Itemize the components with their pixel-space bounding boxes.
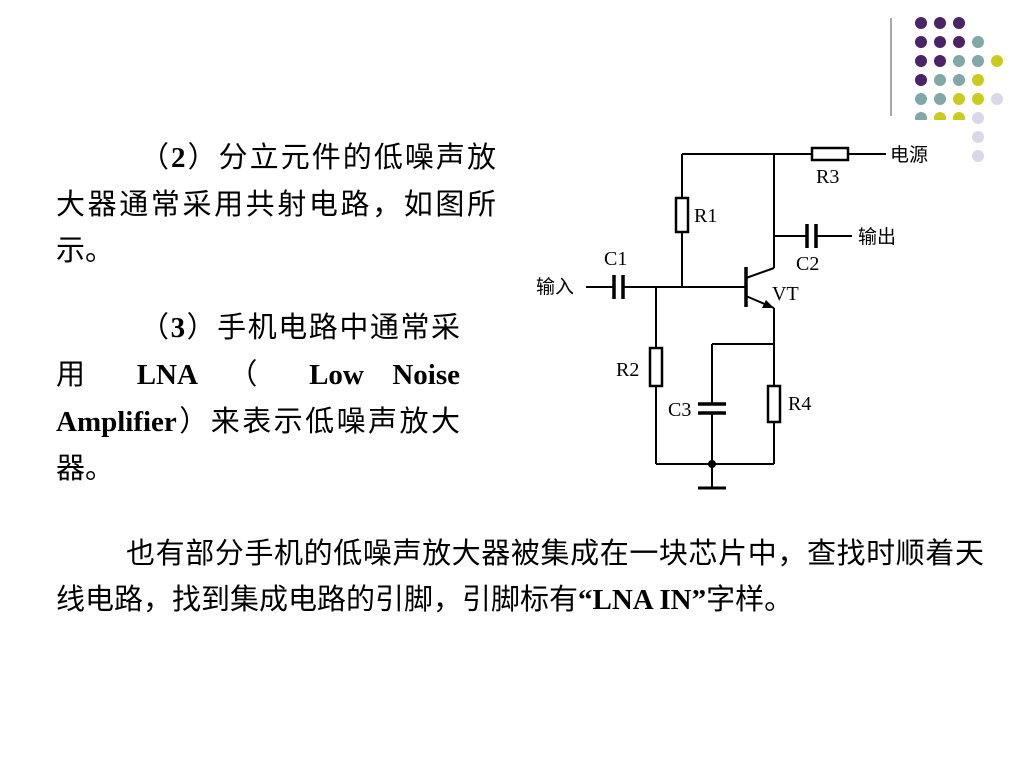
label-r2: R2 [616, 359, 639, 381]
transistor-vt [744, 267, 775, 309]
p1-body: ）分立元件的低噪声放大器通常采用共射电路，如图所示。 [56, 140, 496, 267]
label-input: 输入 [536, 276, 574, 298]
label-c2: C2 [796, 253, 819, 275]
label-r4: R4 [788, 393, 811, 415]
label-vt: VT [772, 283, 799, 305]
resistor-r4 [766, 384, 782, 424]
p1-open-paren: （ [140, 140, 172, 174]
paragraph-2-discrete-lna: （2）分立元件的低噪声放大器通常采用共射电路，如图所示。 [56, 134, 496, 273]
p3-lna-in-quote: “LNA IN” [578, 584, 707, 616]
p2-open-paren: （ [140, 310, 171, 344]
label-output: 输出 [858, 226, 896, 248]
p3-body-a: 也有部分手机的低噪声放大器被集成在一块芯片中，查找时顺着天线电路，找到集成电路的… [56, 536, 984, 616]
p1-number: 2 [171, 142, 186, 174]
p2-full-name: Low Noise Amplifier [56, 359, 460, 438]
label-power: 电源 [890, 144, 928, 166]
paragraph-integrated-lna: 也有部分手机的低噪声放大器被集成在一块芯片中，查找时顺着天线电路，找到集成电路的… [56, 530, 984, 623]
p2-open-paren-2: （ [228, 357, 279, 391]
resistor-r1 [674, 196, 690, 234]
p2-number: 3 [170, 312, 186, 344]
resistor-r3 [810, 146, 850, 162]
p3-body-b: 字样。 [706, 582, 794, 616]
common-emitter-circuit-diagram: 电源 R3 R1 输出 C2 输入 C1 VT R4 C3 R2 [536, 144, 928, 490]
p2-body-a: ）手机电路中通常采用 [56, 310, 460, 391]
label-c3: C3 [668, 399, 691, 421]
resistor-r2 [648, 346, 664, 388]
paragraph-3-lna-definition: （3）手机电路中通常采用 LNA （ Low Noise Amplifier）来… [56, 304, 460, 491]
label-r3: R3 [816, 166, 839, 188]
p2-body-b: ）来表示低噪声放大器。 [56, 404, 460, 485]
label-c1: C1 [604, 248, 627, 270]
p2-lna-abbr: LNA [136, 359, 198, 391]
label-r1: R1 [694, 205, 717, 227]
